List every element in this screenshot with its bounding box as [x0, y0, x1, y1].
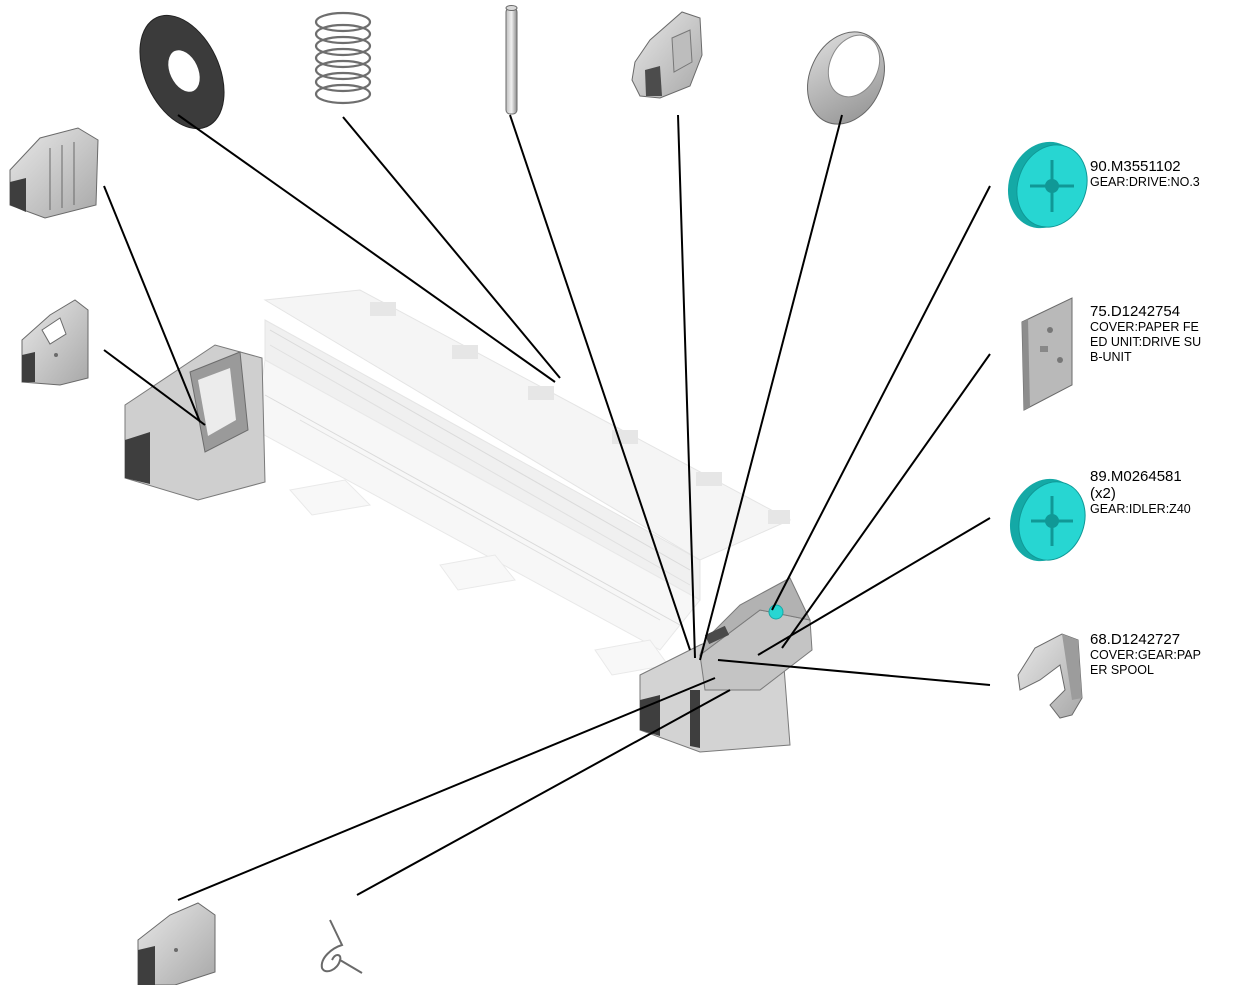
- part-number: 89.M0264581: [1090, 468, 1182, 485]
- compression-spring-part: [314, 11, 372, 105]
- bottom-cover-part: [137, 902, 216, 985]
- callout-gear-idler-z40: 89.M0264581 (x2) GEAR:IDLER:Z40: [1090, 468, 1258, 517]
- shaft-part: [505, 5, 518, 115]
- part-description: COVER:PAPER FE ED UNIT:DRIVE SU B-UNIT: [1090, 320, 1202, 364]
- part-description: GEAR:IDLER:Z40: [1090, 502, 1191, 516]
- callout-cover-gear-paper-spool: 68.D1242727 COVER:GEAR:PAP ER SPOOL: [1090, 631, 1258, 678]
- left-cover-lower-part: [21, 299, 89, 386]
- gear-drive-no3-part: [1007, 141, 1088, 229]
- callout-gear-drive-no3: 90.M3551102 GEAR:DRIVE:NO.3: [1090, 158, 1258, 190]
- torsion-spring-part: [320, 919, 363, 974]
- washer-part: [139, 14, 225, 130]
- left-end-housing: [124, 344, 266, 501]
- gear-idler-z40-part: [1009, 478, 1086, 562]
- leader-lines: [103, 114, 991, 901]
- part-number: 75.D1242754: [1090, 303, 1181, 320]
- part-number: 90.M3551102: [1090, 158, 1181, 175]
- paper-feed-unit-assembly: [254, 289, 792, 676]
- bushing-ring-part: [807, 31, 885, 125]
- part-number: 68.D1242727: [1090, 631, 1181, 648]
- cover-paper-feed-drive-part: [1021, 297, 1073, 411]
- part-description: COVER:GEAR:PAP ER SPOOL: [1090, 648, 1201, 677]
- callout-cover-paper-feed-drive: 75.D1242754 COVER:PAPER FE ED UNIT:DRIVE…: [1090, 303, 1258, 365]
- cover-gear-paper-spool-part: [1017, 633, 1083, 719]
- part-description: GEAR:DRIVE:NO.3: [1090, 175, 1200, 189]
- bracket-part: [631, 11, 703, 99]
- part-quantity: (x2): [1090, 485, 1116, 502]
- left-cover-upper-part: [9, 127, 99, 219]
